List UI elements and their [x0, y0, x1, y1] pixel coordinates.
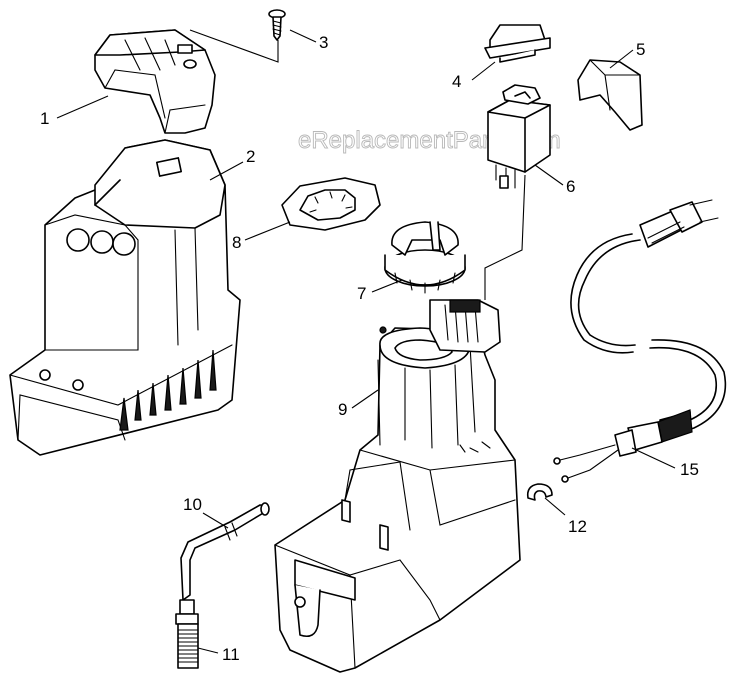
part-1-top-cover[interactable] — [94, 29, 216, 134]
part-11-fitting[interactable] — [175, 599, 199, 669]
part-5-cap[interactable] — [577, 59, 643, 131]
callout-1: 1 — [40, 109, 49, 128]
part-3-screw[interactable] — [268, 9, 286, 41]
callout-6: 6 — [566, 177, 575, 196]
callout-5: 5 — [636, 40, 645, 59]
screw-alignment-line — [189, 29, 279, 63]
callout-15: 15 — [680, 460, 699, 479]
callout-11: 11 — [222, 645, 240, 664]
callout-12: 12 — [568, 517, 587, 536]
callout-8: 8 — [232, 233, 241, 252]
callout-3: 3 — [319, 33, 328, 52]
callout-2: 2 — [246, 147, 255, 166]
part-4-switch[interactable] — [484, 24, 551, 63]
callout-10: 10 — [183, 495, 202, 514]
part-10-tube[interactable] — [180, 502, 270, 601]
part-7-bushing[interactable] — [384, 221, 466, 294]
part-6-relay[interactable] — [487, 84, 551, 189]
callout-7: 7 — [357, 284, 366, 303]
callout-labels: 1 2 3 4 5 6 7 8 9 10 11 12 15 — [40, 33, 699, 664]
part-12-clip[interactable] — [526, 483, 553, 501]
callout-4: 4 — [452, 72, 461, 91]
callout-9: 9 — [338, 400, 347, 419]
part-9-motor-base[interactable] — [274, 299, 521, 673]
part-8-retainer-plate[interactable] — [281, 177, 381, 231]
leader-lines — [56, 29, 676, 654]
part-15-power-cord[interactable] — [553, 199, 727, 483]
part-2-housing-cover[interactable] — [9, 139, 241, 456]
